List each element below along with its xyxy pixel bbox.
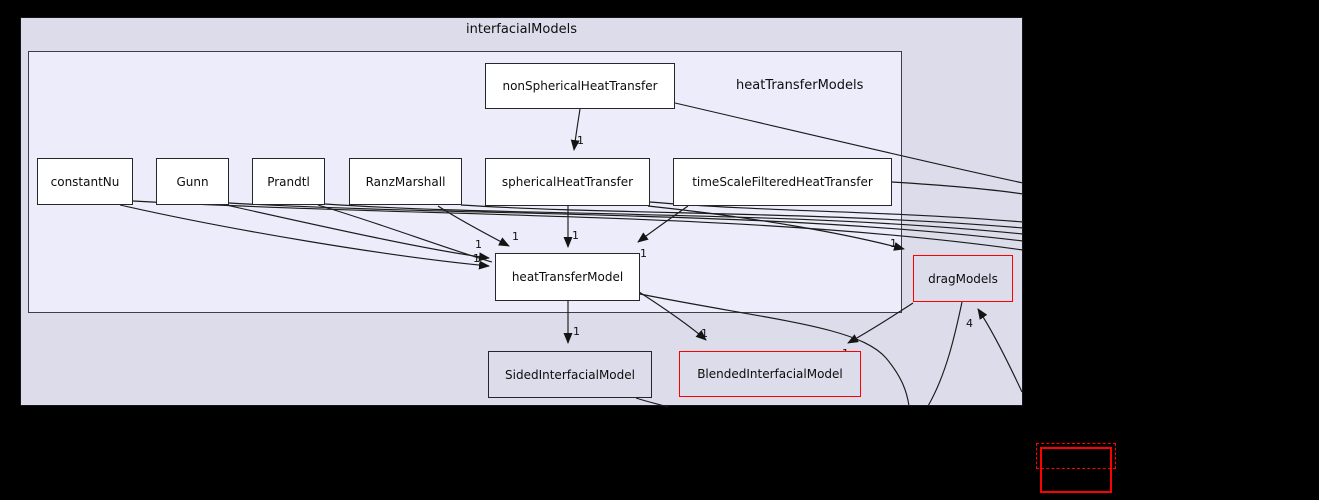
node-label: SidedInterfacialModel: [505, 367, 635, 382]
cluster-interfacialModels-label[interactable]: interfacialModels: [466, 22, 577, 37]
node-label: Gunn: [176, 174, 209, 189]
node-label: timeScaleFilteredHeatTransfer: [692, 175, 873, 189]
node-heatTransferModel[interactable]: heatTransferModel: [495, 253, 640, 301]
node-label: RanzMarshall: [365, 174, 446, 189]
node-SidedInterfacialModel[interactable]: SidedInterfacialModel: [488, 351, 652, 398]
truncated-graph-node[interactable]: [1040, 447, 1112, 493]
node-nonSphericalHeatTransfer[interactable]: nonSphericalHeatTransfer: [485, 63, 675, 109]
node-timeScaleFilteredHeatTransfer[interactable]: timeScaleFilteredHeatTransfer: [673, 158, 892, 206]
node-constantNu[interactable]: constantNu: [37, 158, 133, 205]
node-label: nonSphericalHeatTransfer: [502, 79, 658, 93]
node-sphericalHeatTransfer[interactable]: sphericalHeatTransfer: [485, 158, 650, 206]
node-BlendedInterfacialModel[interactable]: BlendedInterfacialModel: [679, 351, 861, 397]
node-Gunn[interactable]: Gunn: [156, 158, 229, 205]
node-label: Prandtl: [267, 174, 310, 189]
node-label: heatTransferModel: [511, 270, 624, 284]
node-label: constantNu: [50, 174, 120, 189]
node-label: BlendedInterfacialModel: [697, 367, 843, 381]
truncated-node-dashes: [1036, 443, 1116, 469]
node-dragModels[interactable]: dragModels: [913, 255, 1013, 302]
node-Prandtl[interactable]: Prandtl: [252, 158, 325, 205]
node-label: dragModels: [928, 271, 998, 286]
cluster-heatTransferModels-label[interactable]: heatTransferModels: [736, 78, 864, 93]
node-label: sphericalHeatTransfer: [501, 175, 634, 189]
node-RanzMarshall[interactable]: RanzMarshall: [349, 158, 462, 205]
